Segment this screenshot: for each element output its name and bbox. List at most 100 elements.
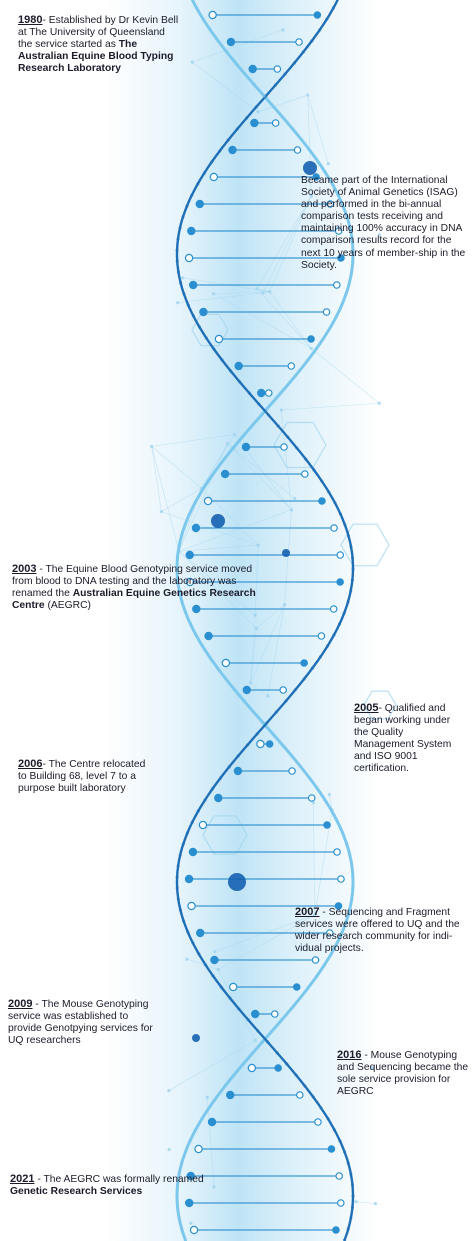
year-label: 2003 — [12, 563, 37, 575]
strand-bead — [325, 644, 330, 648]
network-dot — [256, 543, 260, 547]
strand-bead — [175, 556, 180, 560]
network-line — [267, 604, 285, 696]
highlight-node — [228, 873, 246, 891]
strand-bead — [340, 303, 344, 307]
network-dot — [255, 287, 259, 291]
strand-bead — [322, 963, 326, 967]
rung-node — [185, 577, 195, 587]
strand-bead — [335, 941, 339, 945]
network-line — [280, 409, 292, 510]
network-dot — [279, 408, 283, 412]
network-dot — [311, 801, 316, 805]
timeline-entry-2021: 2021 - The AEGRC was formally renamed Ge… — [10, 1173, 204, 1198]
strand-bead — [185, 204, 189, 208]
strand-bead — [218, 776, 223, 780]
strand-bead — [183, 523, 187, 527]
rung-node — [265, 740, 274, 748]
network-dot — [289, 508, 294, 512]
timeline-entry-1980: 1980- Established by Dr Kevin Bell at Th… — [18, 14, 179, 75]
strand-bead — [269, 402, 273, 406]
network-line — [151, 434, 235, 447]
strand-bead — [220, 358, 224, 362]
network-line — [250, 628, 257, 683]
network-line — [151, 446, 180, 552]
rung-node — [273, 65, 282, 73]
rung-node — [196, 928, 205, 938]
strand-bead — [259, 413, 264, 417]
network-line — [206, 1097, 215, 1187]
entry-text: Qualified and began working under the Qu… — [354, 703, 452, 775]
network-line — [178, 551, 257, 629]
strand-bead — [330, 809, 334, 813]
rung-node — [325, 929, 334, 937]
strand-bead — [178, 226, 182, 230]
rung-node — [307, 335, 315, 343]
strand-bead — [350, 578, 354, 582]
strand-bead — [330, 182, 334, 186]
rung-node — [307, 794, 316, 802]
strand-bead — [284, 699, 288, 703]
strand-bead — [254, 105, 258, 109]
strand-bead — [346, 1161, 350, 1165]
strand-bead — [323, 798, 327, 802]
timeline-entry-2009: 2009 - The Mouse Genotyping service was … — [8, 998, 153, 1047]
strand-bead — [193, 501, 197, 505]
rung-node — [248, 64, 257, 74]
strand-bead — [338, 1139, 342, 1143]
strand-bead — [273, 83, 278, 87]
strand-bead — [291, 127, 295, 131]
strand-bead — [346, 600, 350, 604]
rung-node — [318, 497, 326, 505]
strand-bead — [351, 259, 355, 263]
network-line — [151, 446, 162, 512]
rung-node — [333, 848, 341, 856]
strand-bead — [315, 787, 320, 791]
strand-bead — [292, 61, 296, 65]
strand-bead — [186, 303, 190, 307]
strand-bead — [280, 743, 285, 747]
network-dot — [213, 949, 217, 954]
rung-node — [214, 793, 223, 803]
strand-bead — [283, 72, 287, 76]
strand-bead — [293, 688, 297, 692]
rung-node — [195, 199, 204, 209]
strand-bead — [343, 1150, 347, 1154]
rung-node — [287, 362, 296, 370]
network-dot — [232, 432, 237, 437]
strand-bead — [206, 479, 210, 483]
strand-bead — [290, 754, 294, 758]
network-dot — [185, 957, 189, 961]
strand-bead — [350, 864, 354, 868]
strand-bead — [196, 182, 200, 186]
strand-bead — [178, 908, 183, 912]
network-dot — [176, 301, 180, 305]
strand-bead — [342, 611, 346, 615]
strand-bead — [294, 1073, 298, 1077]
strand-bead — [328, 325, 333, 329]
strand-bead — [175, 248, 179, 252]
strand-bead — [348, 226, 352, 230]
strand-bead — [186, 930, 190, 934]
strand-bead — [182, 919, 186, 923]
strand-bead — [303, 1084, 307, 1088]
network-dot — [181, 276, 185, 280]
strand-bead — [347, 281, 351, 285]
rung-node — [280, 443, 288, 451]
strand-bead — [304, 457, 308, 461]
strand-bead — [175, 259, 179, 263]
strand-bead — [236, 754, 240, 758]
strand-bead — [257, 402, 261, 406]
strand-bead — [256, 1029, 260, 1033]
network-dot — [373, 1202, 377, 1206]
strand-bead — [312, 468, 316, 472]
rung-node — [209, 172, 219, 182]
rung-node — [271, 119, 280, 127]
network-line — [178, 509, 292, 552]
strand-bead — [245, 743, 250, 747]
rung-node — [242, 685, 252, 695]
rung-node — [204, 631, 213, 641]
strand-bead — [193, 1128, 198, 1132]
strand-bead — [345, 842, 349, 846]
strand-bead — [214, 468, 218, 472]
